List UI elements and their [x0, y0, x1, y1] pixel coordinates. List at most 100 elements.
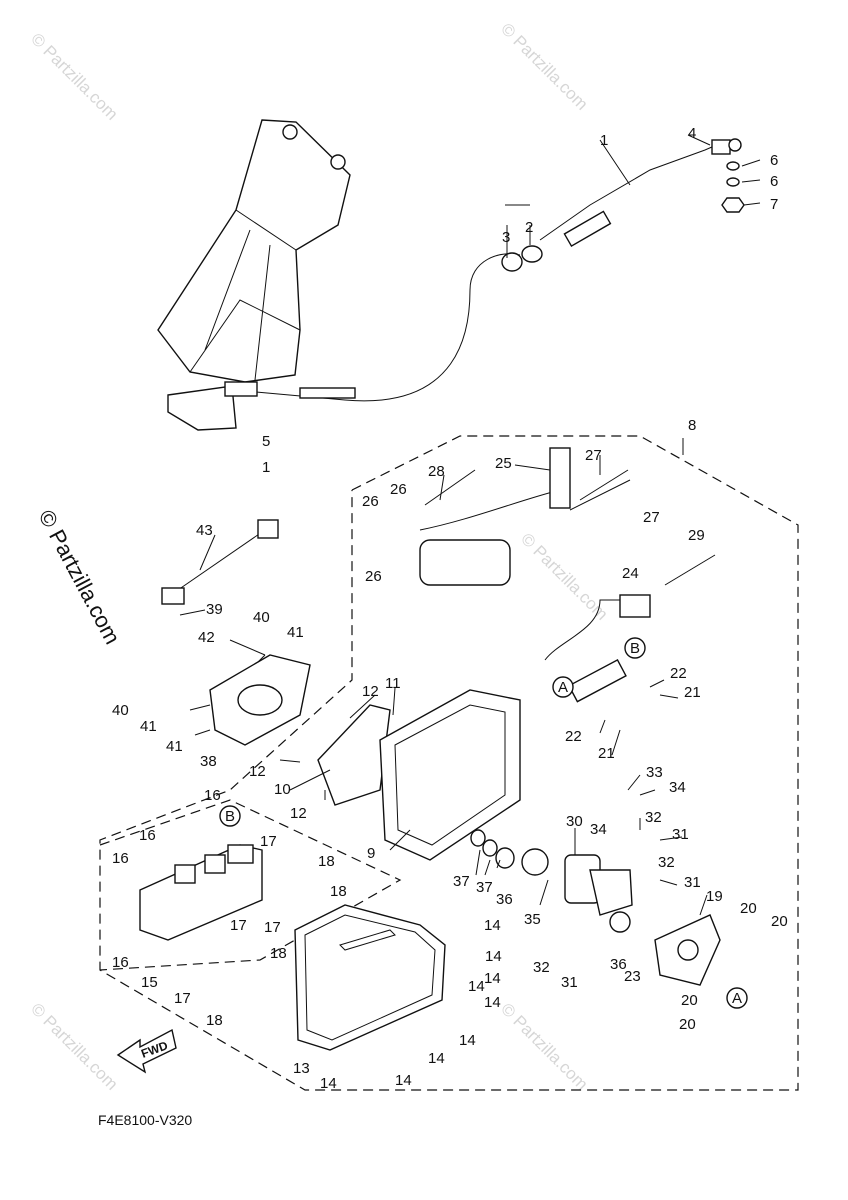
diagram-ref: F4E8100-V320	[98, 1112, 192, 1128]
callout-label: 12	[249, 763, 266, 780]
watermark: © Partzilla.com	[27, 29, 121, 123]
callout-label: 21	[598, 745, 615, 762]
watermark: © Partzilla.com	[497, 999, 591, 1093]
bracket-assembly-left	[161, 519, 391, 806]
callout-label: 27	[585, 447, 602, 464]
watermark: © Partzilla.com	[517, 529, 611, 623]
callout-label: 3	[502, 229, 510, 246]
callout-label: 10	[274, 781, 291, 798]
callout-label: 43	[196, 522, 213, 539]
callout-label: 30	[566, 813, 583, 830]
callout-label: 18	[270, 945, 287, 962]
housing-9	[379, 689, 521, 861]
callout-label: 13	[293, 1060, 310, 1077]
callout-label: 35	[524, 911, 541, 928]
callout-label: 17	[264, 919, 281, 936]
callout-label: 22	[565, 728, 582, 745]
fwd-arrow: FWD	[116, 1028, 177, 1074]
callout-label: 18	[330, 883, 347, 900]
marker-b-top: B	[624, 637, 646, 659]
callout-label: 1	[600, 132, 608, 149]
cover-13	[294, 904, 446, 1051]
callout-label: 40	[112, 702, 129, 719]
callout-label: 24	[622, 565, 639, 582]
callout-label: 14	[395, 1072, 412, 1089]
callout-label: 14	[484, 970, 501, 987]
marker-a-right: A	[726, 987, 748, 1009]
callout-label: 37	[453, 873, 470, 890]
callout-label: 33	[646, 764, 663, 781]
callout-label: 40	[253, 609, 270, 626]
watermark: © Partzilla.com	[27, 999, 121, 1093]
callout-label: 22	[670, 665, 687, 682]
callout-label: 14	[484, 917, 501, 934]
callout-label: 7	[770, 196, 778, 213]
watermark: © Partzilla.com	[34, 506, 126, 649]
callout-label: 20	[740, 900, 757, 917]
callout-label: 32	[645, 809, 662, 826]
marker-a-label: A	[732, 990, 742, 1007]
callout-label: 14	[468, 978, 485, 995]
callout-label: 38	[200, 753, 217, 770]
marker-b-left: B	[219, 805, 241, 827]
callout-label: 14	[459, 1032, 476, 1049]
callout-label: 2	[525, 219, 533, 236]
callout-label: 34	[669, 779, 686, 796]
callout-label: 9	[367, 845, 375, 862]
assembly-boundary-8	[99, 435, 799, 1091]
callout-label: 12	[290, 805, 307, 822]
steering-cable	[224, 138, 745, 402]
callout-label: 20	[771, 913, 788, 930]
callout-label: 16	[112, 850, 129, 867]
callout-label: 18	[206, 1012, 223, 1029]
callout-label: 4	[688, 125, 696, 142]
callout-label: 29	[688, 527, 705, 544]
callout-label: 36	[496, 891, 513, 908]
motor-assembly	[470, 829, 721, 986]
callout-label: 26	[362, 493, 379, 510]
callout-label: 41	[166, 738, 183, 755]
steering-bracket	[157, 119, 351, 431]
callout-label: 17	[230, 917, 247, 934]
callout-label: 37	[476, 879, 493, 896]
callout-labels: 1 2 3 4 6 6 7 5 1 8 25 27 28 26 26 26 27…	[112, 125, 788, 1092]
callout-label: 23	[624, 968, 641, 985]
callout-label: 31	[684, 874, 701, 891]
callout-label: 14	[485, 948, 502, 965]
callout-label: 20	[679, 1016, 696, 1033]
controller-unit-15	[139, 844, 263, 941]
callout-label: 26	[365, 568, 382, 585]
marker-a-label: A	[558, 679, 568, 696]
callout-label: 1	[262, 459, 270, 476]
callout-label: 26	[390, 481, 407, 498]
callout-label: 6	[770, 152, 778, 169]
watermark: © Partzilla.com	[497, 19, 591, 113]
callout-label: 20	[681, 992, 698, 1009]
callout-label: 28	[428, 463, 445, 480]
callout-label: 18	[318, 853, 335, 870]
callout-label: 6	[770, 173, 778, 190]
callout-label: 12	[362, 683, 379, 700]
marker-b-label: B	[225, 808, 235, 825]
callout-label: 27	[643, 509, 660, 526]
callout-label: 32	[533, 959, 550, 976]
callout-label: 31	[561, 974, 578, 991]
callout-label: 14	[320, 1075, 337, 1092]
callout-label: 14	[428, 1050, 445, 1067]
callout-label: 41	[287, 624, 304, 641]
callout-label: 16	[112, 954, 129, 971]
callout-label: 19	[706, 888, 723, 905]
callout-label: 16	[204, 787, 221, 804]
callout-label: 8	[688, 417, 696, 434]
callout-label: 39	[206, 601, 223, 618]
callout-label: 31	[672, 826, 689, 843]
callout-label: 16	[139, 827, 156, 844]
callout-label: 17	[174, 990, 191, 1007]
callout-label: 5	[262, 433, 270, 450]
callout-label: 21	[684, 684, 701, 701]
callout-label: 14	[484, 994, 501, 1011]
callout-label: 11	[385, 675, 401, 692]
callout-label: 34	[590, 821, 607, 838]
callout-label: 41	[140, 718, 157, 735]
